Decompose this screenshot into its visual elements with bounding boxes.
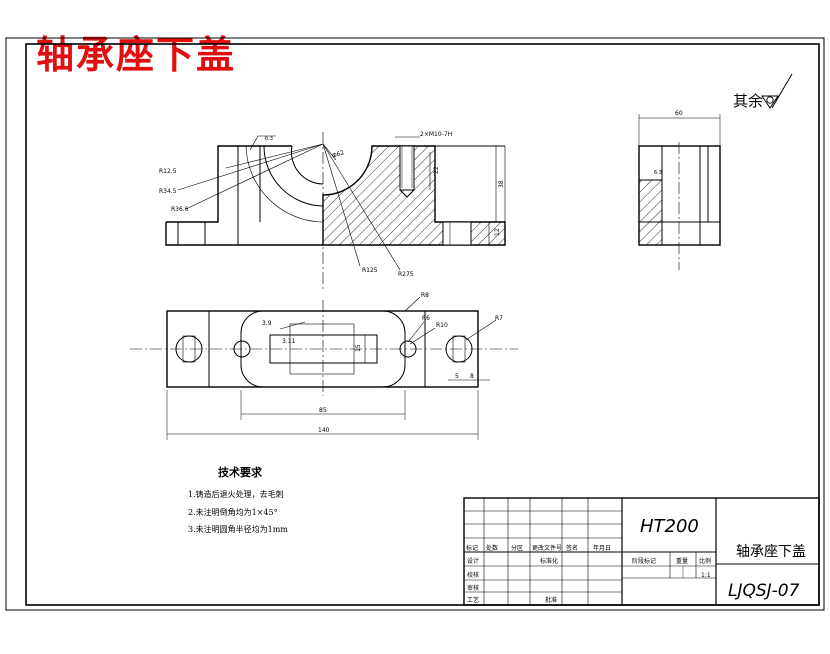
dim-r125b: R125	[362, 267, 378, 274]
dim-r10: R10	[436, 322, 448, 329]
header-1: 处数	[486, 544, 498, 552]
front-view-dims: R12.5 R34.5 R36.6 Φ62 6.3 R125 R275 2×M1…	[159, 131, 505, 278]
dim-r366: R36.6	[171, 206, 189, 213]
front-view	[165, 132, 506, 290]
row-label-process: 工艺	[467, 596, 479, 604]
dim-phi62: Φ62	[331, 149, 345, 160]
header-2: 分区	[511, 544, 523, 552]
drawing-number: LJQSJ-07	[728, 581, 800, 601]
tech-requirements: 技术要求 1.铸造后退火处理，去毛刺 2.未注明倒角均为1×45° 3.未注明圆…	[188, 465, 288, 534]
dim-15: 15	[355, 344, 362, 352]
dim-22: 22	[433, 166, 440, 174]
dim-w140: 140	[318, 427, 330, 434]
dim-39: 3.9	[262, 320, 272, 327]
header-0: 标记	[466, 544, 478, 552]
inner-border	[25, 43, 820, 606]
dim-r125: R12.5	[159, 168, 177, 175]
stage-header-2: 比例	[699, 557, 711, 565]
dim-f63-side: 6.3	[654, 170, 662, 176]
roughness-symbol: 其余	[733, 73, 793, 110]
dim-38: 38	[498, 180, 505, 188]
dim-311: 3.11	[282, 338, 296, 345]
dim-8: 8	[470, 373, 474, 380]
dim-12: 12	[494, 228, 501, 236]
tech-item-1: 1.铸造后退火处理，去毛刺	[188, 489, 284, 499]
part-name: 轴承座下盖	[736, 544, 806, 560]
side-view-dims: 60 6.3	[654, 110, 683, 176]
side-view	[638, 114, 721, 270]
drawing-title-overlay: 轴承座下盖	[36, 32, 237, 77]
header-5: 年月日	[593, 544, 611, 552]
stage-header-0: 阶段标记	[632, 557, 656, 565]
title-block-text: HT200 轴承座下盖 LJQSJ-07 1:1 标记 处数 分区 更改文件号 …	[466, 516, 806, 604]
tech-item-3: 3.未注明圆角半径均为1mm	[188, 524, 288, 534]
dim-w85: 85	[319, 407, 327, 414]
stage-header-1: 重量	[676, 557, 688, 565]
row-label-design: 设计	[467, 557, 479, 565]
dim-r6: R6	[422, 315, 430, 322]
title-block	[463, 497, 820, 606]
header-4: 签名	[566, 544, 578, 552]
material: HT200	[640, 516, 699, 537]
roughness-note: 其余	[733, 92, 763, 110]
tech-heading: 技术要求	[218, 465, 263, 479]
dim-r7: R7	[495, 315, 503, 322]
row-label-review: 审核	[467, 584, 479, 592]
row-label-standard: 标准化	[540, 557, 558, 565]
top-view	[130, 296, 518, 440]
dim-thread: 2×M10-7H	[420, 131, 452, 138]
top-view-dims: R8 R6 R10 R7 3.9 3.11 15 85 140 5 8	[262, 292, 503, 434]
dim-r345: R34.5	[159, 188, 177, 195]
dim-r8: R8	[421, 292, 429, 299]
dim-f63: 6.3	[265, 136, 273, 142]
dim-r275: R275	[398, 271, 414, 278]
outer-border	[5, 37, 825, 611]
tech-item-2: 2.未注明倒角均为1×45°	[188, 507, 278, 517]
row-label-check: 校核	[467, 571, 479, 579]
dim-w60: 60	[675, 110, 683, 117]
dim-5: 5	[455, 373, 459, 380]
scale-value: 1:1	[701, 572, 711, 579]
header-3: 更改文件号	[532, 544, 562, 552]
row-label-approve: 批准	[545, 596, 557, 604]
